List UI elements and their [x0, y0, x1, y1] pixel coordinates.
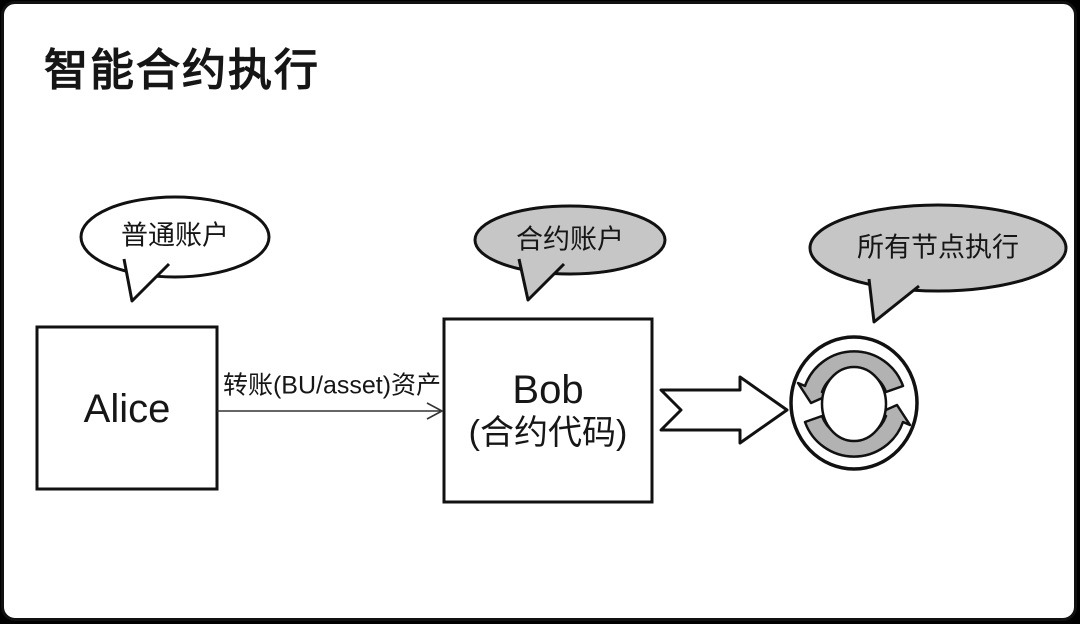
alice-callout-bubble: [79, 195, 271, 303]
alice-callout-label: 普通账户: [121, 220, 229, 251]
bob-node-box: [442, 317, 654, 504]
cycle-inner-circle: [820, 365, 888, 443]
sync-cycle-icon: [789, 335, 919, 471]
execution-callout-bubble: [808, 203, 1068, 324]
bob-subtitle: (合约代码): [468, 414, 628, 452]
transfer-arrow-label: 转账(BU/asset)资产: [222, 371, 442, 400]
page-title: 智能合约执行: [44, 46, 320, 95]
alice-node-label: Alice: [83, 387, 171, 431]
bob-callout-bubble: [473, 204, 667, 302]
chevron-arrow-icon: [659, 375, 789, 445]
transfer-arrow: [217, 402, 444, 420]
diagram-graphics: [35, 195, 1068, 504]
execution-callout-label: 所有节点执行: [857, 232, 1019, 263]
bob-name: Bob: [512, 368, 584, 412]
arrowhead-icon: [426, 402, 444, 420]
alice-node-box: [35, 325, 219, 491]
bob-callout-label: 合约账户: [516, 224, 624, 255]
bob-node-label: Bob (合约代码): [469, 370, 628, 450]
